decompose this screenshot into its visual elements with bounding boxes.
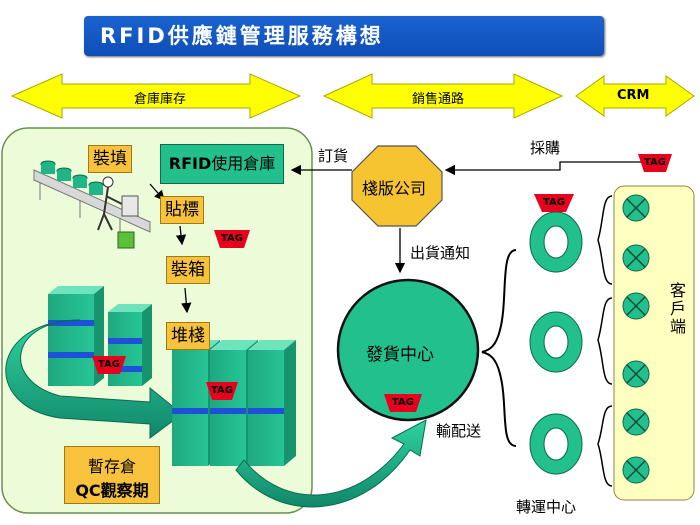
- curve-arrow-delivery: [235, 419, 427, 508]
- band-label-crm: CRM: [617, 88, 650, 103]
- tag-label-right-cube: TAG: [211, 385, 233, 396]
- band-label-warehouse: 倉庫庫存: [134, 92, 187, 107]
- tag-shape-distribution: [384, 394, 422, 412]
- step-stacking-box: 堆棧: [166, 322, 210, 350]
- band-label-sales: 銷售通路: [412, 92, 465, 107]
- brace-right-group: [597, 195, 613, 487]
- band-arrow-crm: [575, 75, 695, 117]
- temp-storage-line2: QC觀察期: [75, 481, 149, 500]
- step-label-box: 貼標: [160, 196, 204, 224]
- flow-order-label: 訂貨: [318, 147, 349, 165]
- transfer-rings: [529, 211, 583, 475]
- customer-node-crosses: [626, 198, 646, 480]
- arrow-label-to-box: [175, 225, 187, 246]
- band-arrow-warehouse: [10, 73, 302, 119]
- rfid-warehouse-rest: 使用倉庫: [211, 154, 276, 173]
- flow-delivery-label: 輸配送: [436, 422, 482, 440]
- transfer-center-label: 轉運中心: [516, 498, 577, 516]
- tag-shape-process: [214, 230, 250, 248]
- curve-arrow-warehouse: [5, 319, 183, 439]
- arrow-purchase: [444, 161, 647, 176]
- page-title: RFID供應鏈管理服務構想: [84, 16, 604, 56]
- tag-shape-transfer: [534, 194, 574, 212]
- distribution-center-circle: [336, 278, 480, 422]
- cube-stack-right: [172, 340, 296, 466]
- tag-shape-left-cube: [92, 356, 126, 374]
- platform-company-octagon: [351, 145, 443, 227]
- tag-label-crm: TAG: [644, 157, 666, 168]
- brace-left: [481, 249, 517, 447]
- distribution-center-label: 發貨中心: [366, 345, 434, 365]
- tag-label-transfer: TAG: [543, 197, 565, 208]
- tag-label-left-cube: TAG: [98, 359, 120, 370]
- flow-shipping-notice-label: 出貨通知: [410, 244, 471, 262]
- band-arrow-sales: [322, 73, 564, 119]
- temp-storage-line1: 暫存倉: [87, 457, 136, 476]
- platform-company-label: 棧版公司: [362, 179, 427, 198]
- tag-label-distribution: TAG: [392, 397, 414, 408]
- conveyor-icon: [33, 160, 151, 249]
- rfid-warehouse-box: RFID使用倉庫: [160, 144, 284, 184]
- rfid-warehouse-bold: RFID: [168, 154, 212, 173]
- cube-stack-left: [48, 286, 152, 386]
- step-fill-box: 裝填: [88, 145, 132, 173]
- customer-panel: [613, 185, 695, 501]
- temp-storage-box: 暫存倉 QC觀察期: [64, 446, 160, 504]
- flow-purchase-label: 採購: [530, 139, 561, 157]
- step-boxing-box: 裝箱: [166, 256, 210, 284]
- customer-label: 客戶端: [667, 282, 686, 336]
- tag-shape-crm: [638, 154, 672, 172]
- tag-shape-right-cube: [206, 382, 238, 400]
- tag-label-process: TAG: [221, 233, 243, 244]
- arrow-box-to-stack: [181, 287, 192, 314]
